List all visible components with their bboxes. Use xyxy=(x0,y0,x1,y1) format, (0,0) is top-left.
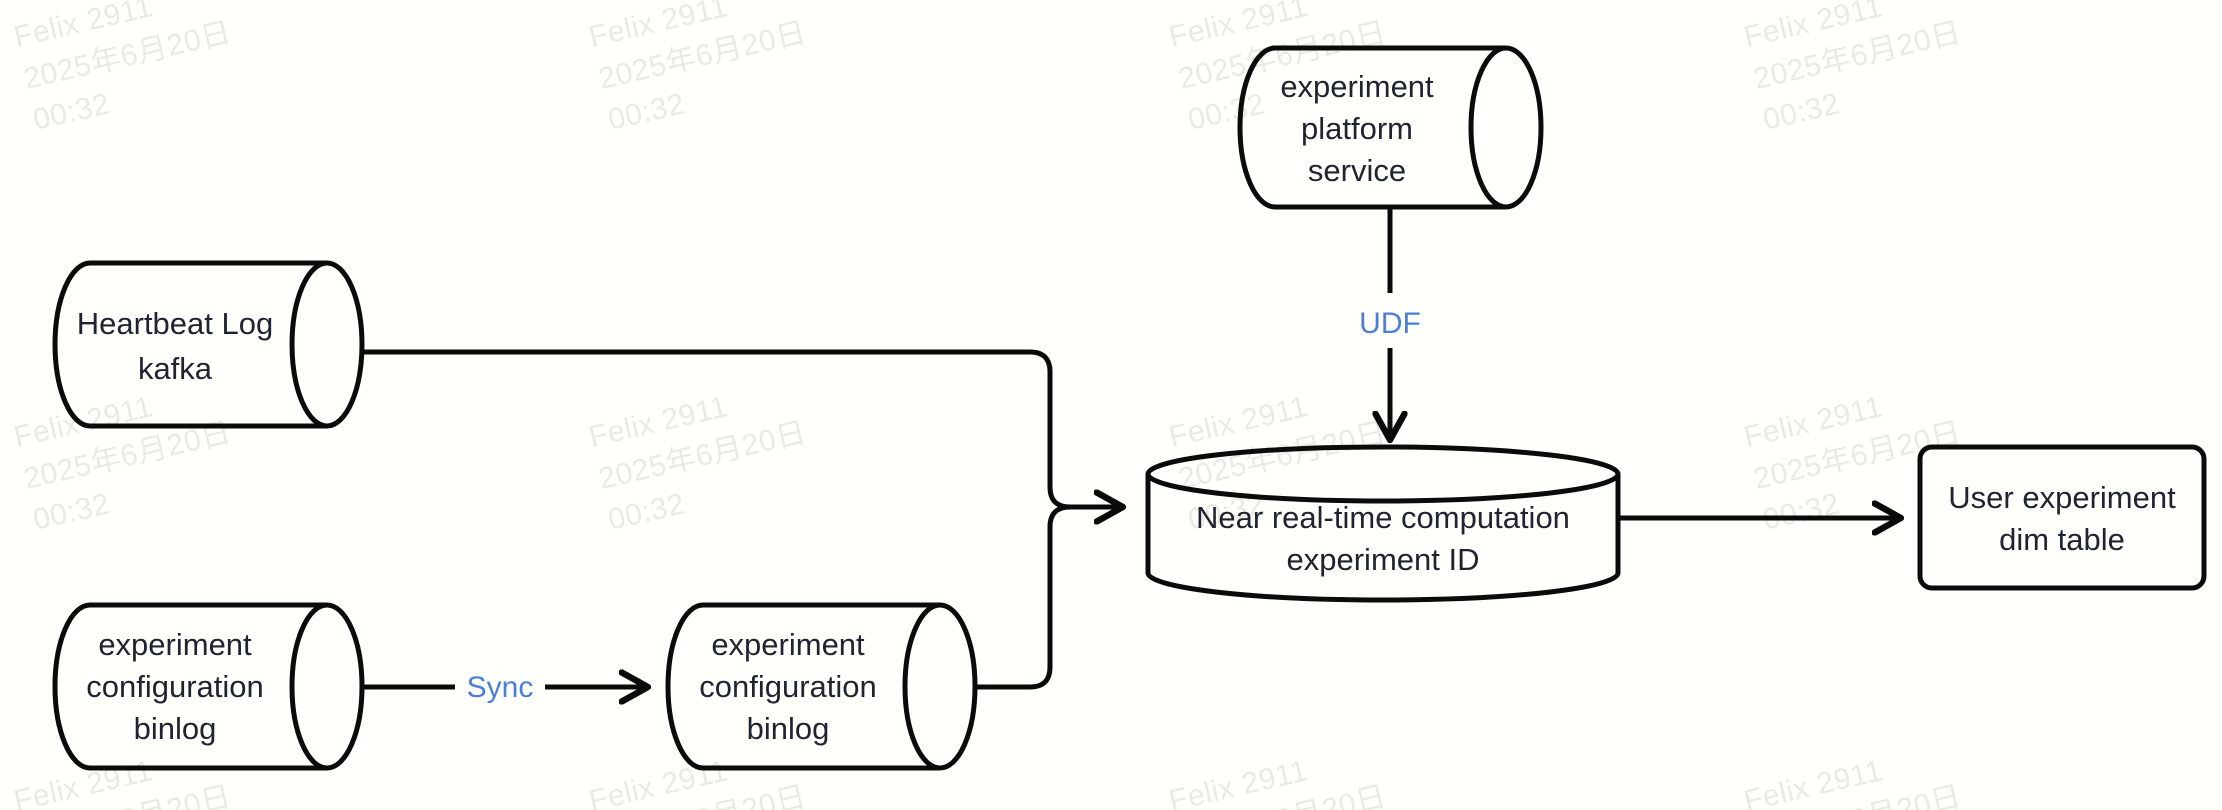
edge-label-udf: UDF xyxy=(1359,307,1421,340)
binlog-source-label-line2: configuration xyxy=(86,669,264,704)
near-real-time-computation-node[interactable]: Near real-time computation experiment ID xyxy=(1145,444,1621,603)
computation-label-line2: experiment ID xyxy=(1287,542,1480,577)
edge-label-sync: Sync xyxy=(467,671,534,704)
edge-heartbeat-to-computation xyxy=(362,349,1120,507)
dim-table-label-line1: User experiment xyxy=(1948,480,2176,515)
binlog-target-label-line3: binlog xyxy=(747,711,830,746)
experiment-configuration-binlog-source-node[interactable]: experiment configuration binlog xyxy=(52,602,365,771)
edge-binlog-to-computation xyxy=(975,504,1120,690)
binlog-target-label-line1: experiment xyxy=(711,627,865,662)
platform-service-label-line2: platform xyxy=(1301,111,1413,146)
binlog-target-label-line2: configuration xyxy=(699,669,877,704)
user-experiment-dim-table-node[interactable]: User experiment dim table xyxy=(1917,444,2207,591)
experiment-configuration-binlog-target-node[interactable]: experiment configuration binlog xyxy=(665,602,978,771)
heartbeat-log-kafka-label-line2: kafka xyxy=(138,351,213,386)
experiment-platform-service-node[interactable]: experiment platform service xyxy=(1237,45,1544,210)
platform-service-label-line3: service xyxy=(1308,153,1406,188)
heartbeat-log-kafka-node[interactable]: Heartbeat Log kafka xyxy=(52,260,365,429)
computation-label-line1: Near real-time computation xyxy=(1196,500,1570,535)
platform-service-label-line1: experiment xyxy=(1280,69,1434,104)
binlog-source-label-line3: binlog xyxy=(134,711,217,746)
binlog-source-label-line1: experiment xyxy=(98,627,252,662)
edge-platform-service-udf: UDF xyxy=(1359,207,1421,437)
dim-table-label-line2: dim table xyxy=(1999,522,2125,557)
heartbeat-log-kafka-label-line1: Heartbeat Log xyxy=(77,306,273,341)
edge-binlog-sync: Sync xyxy=(362,671,645,704)
